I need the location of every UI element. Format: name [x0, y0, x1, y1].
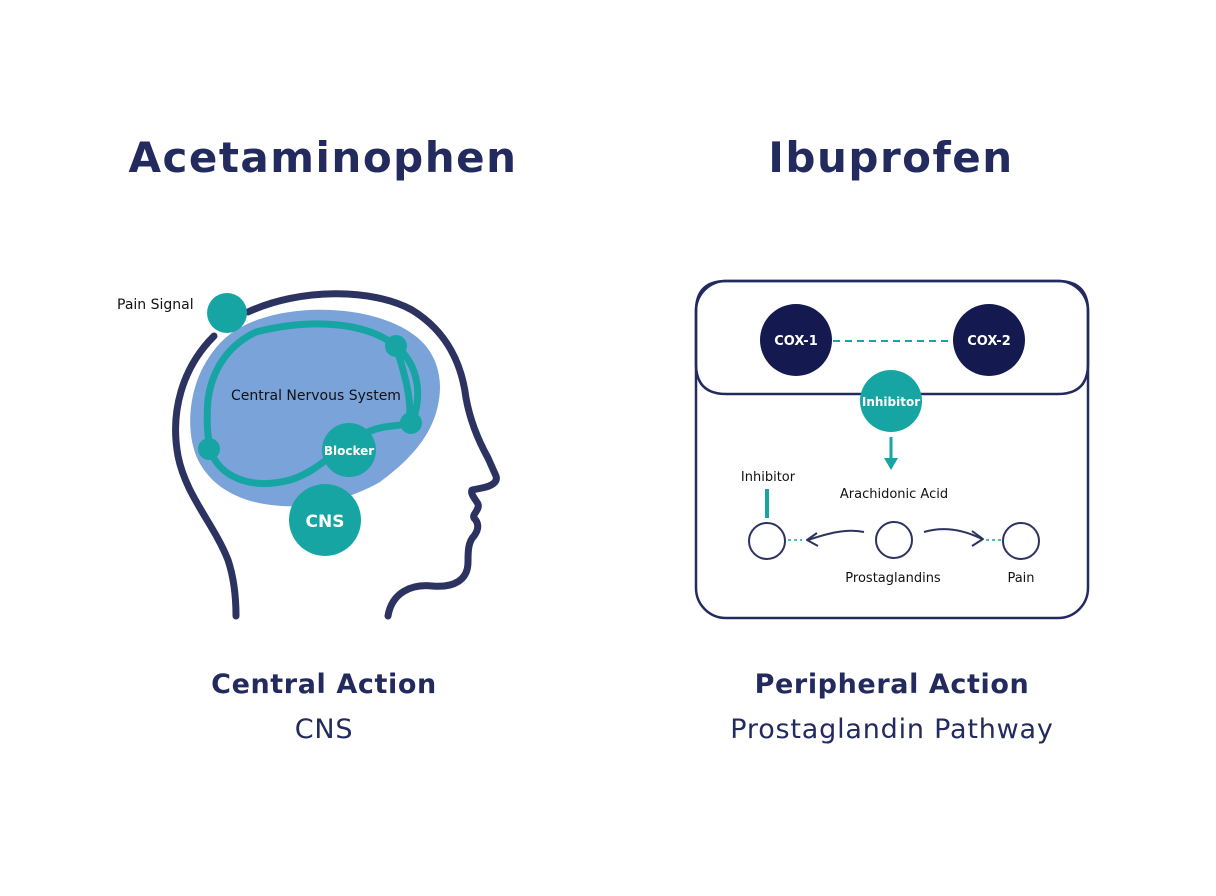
- left-pathway-arrow: [807, 529, 865, 541]
- head-back-outline: [172, 332, 240, 620]
- cox-1-label: COX-1: [774, 334, 818, 349]
- pathway-node: [198, 438, 220, 460]
- cox-2-node: [953, 304, 1025, 376]
- central-nervous-system-label: Central Nervous System: [231, 388, 401, 404]
- blocker-label: Blocker: [324, 444, 374, 458]
- central-action-caption: Central Action: [211, 669, 437, 700]
- prostaglandin-pathway-diagram: COX-1 COX-2 Inhibitor Inhibitor Arachido…: [694, 279, 1090, 620]
- blocked-prostaglandin-node: [748, 522, 786, 560]
- inhibition-arrowhead: [884, 458, 898, 470]
- arachidonic-acid-node: [875, 521, 913, 559]
- right-pathway-arrow: [923, 528, 983, 540]
- blocker-node: [322, 423, 376, 477]
- pain-signal-node: [207, 293, 247, 333]
- peripheral-action-caption: Peripheral Action: [755, 669, 1030, 700]
- cns-node: [289, 484, 361, 556]
- central-action-subcaption: CNS: [295, 714, 354, 745]
- head-outline: [244, 290, 500, 620]
- right-arrowhead: [971, 530, 984, 547]
- cns-node-label: CNS: [306, 512, 345, 532]
- head-illustration: Pain Signal Central Nervous System Block…: [117, 290, 500, 620]
- inhibitor-badge-label: Inhibitor: [862, 395, 920, 409]
- inhibitor-side-label: Inhibitor: [741, 470, 796, 485]
- arachidonic-acid-label: Arachidonic Acid: [840, 487, 948, 502]
- cox-enzyme-panel: [694, 279, 1090, 396]
- peripheral-action-subcaption: Prostaglandin Pathway: [730, 714, 1053, 745]
- pain-node: [1002, 522, 1040, 560]
- inhibitor-badge: [860, 370, 922, 432]
- brain-shape: [190, 309, 440, 507]
- pain-signal-label: Pain Signal: [117, 297, 194, 313]
- cox-2-label: COX-2: [967, 334, 1011, 349]
- pain-label: Pain: [1007, 571, 1034, 586]
- acetaminophen-title: Acetaminophen: [128, 133, 517, 182]
- cox-1-node: [760, 304, 832, 376]
- pathway-node: [385, 335, 407, 357]
- ibuprofen-title: Ibuprofen: [768, 133, 1013, 182]
- prostaglandins-label: Prostaglandins: [845, 571, 941, 586]
- pathway-node: [400, 412, 422, 434]
- left-arrowhead: [806, 532, 819, 547]
